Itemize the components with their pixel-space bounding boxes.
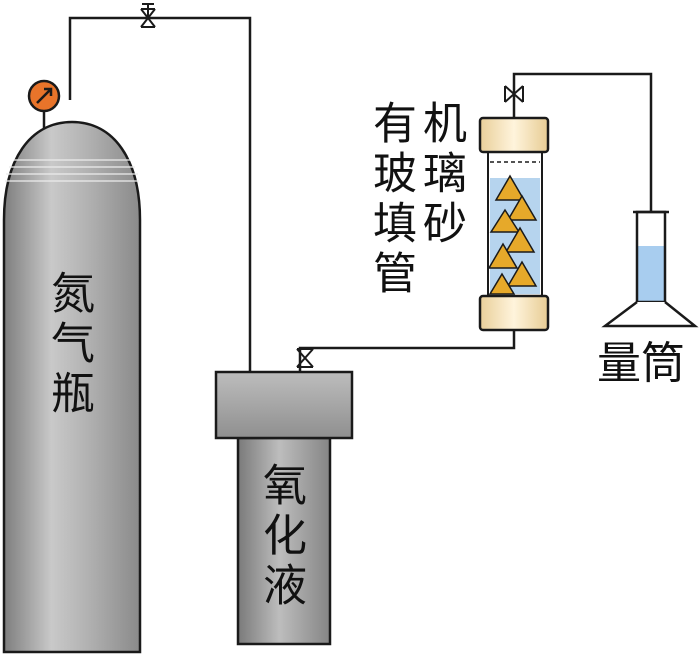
sand-particle-icon [487,174,538,295]
valve-icon[interactable] [504,84,524,103]
pipe-tank-to-column [298,330,516,372]
nitrogen-cylinder [2,112,142,654]
tank-label: 氧化液 [255,462,306,612]
graduated-cylinder [601,210,699,328]
valve-icon[interactable] [296,348,314,368]
valve-icon[interactable] [140,3,156,28]
sand-column [478,116,550,332]
cylinder-label: 氮气瓶 [43,270,94,420]
pipes [68,16,653,372]
column-label-col2: 机璃砂 [415,100,466,250]
pressure-gauge-icon [27,79,61,113]
pipe-cylinder-to-tank [68,16,252,372]
pipe-column-to-flask [512,72,653,212]
flask-label: 量筒 [597,338,685,389]
column-label-col1: 有玻填管 [365,100,416,300]
oxidation-tank [214,370,354,646]
